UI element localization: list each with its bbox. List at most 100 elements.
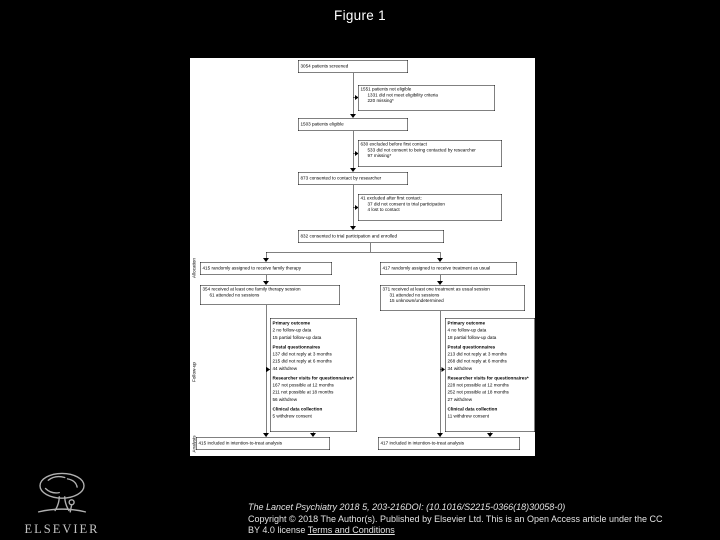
eligible-box: 1503 patients eligible xyxy=(298,118,408,131)
flow-line: 56 withdrew xyxy=(272,396,298,402)
flow-line: 268 did not reply at 6 months xyxy=(447,358,507,364)
connector-hline xyxy=(353,207,356,208)
arrowhead-down-icon xyxy=(350,114,356,118)
flow-line: 11 withdrew consent xyxy=(447,413,490,419)
elsevier-tree-icon xyxy=(37,472,87,513)
consented-contact-label: 873 consented to contact by researcher xyxy=(300,175,382,181)
screened-label: 3054 patients screened xyxy=(300,63,349,69)
flow-line: 252 not possible at 18 months xyxy=(447,389,509,395)
elsevier-wordmark: ELSEVIER xyxy=(24,522,100,536)
arrowhead-down-icon xyxy=(263,258,269,262)
connector-vline xyxy=(266,305,267,437)
tau-assigned-label: 417 randomly assigned to receive treatme… xyxy=(382,265,491,271)
arrowhead-down-icon xyxy=(263,433,269,437)
flow-line: 61 attended no sessions xyxy=(209,292,260,298)
flow-line: 31 attended no sessions xyxy=(389,292,440,298)
flow-line: 213 did not reply at 3 months xyxy=(447,351,507,357)
arrowhead-right-icon xyxy=(355,205,359,210)
ft-assigned-box: 415 randomly assigned to receive family … xyxy=(200,262,332,275)
ft-itt-label: 415 included in intention-to-treat analy… xyxy=(198,440,283,446)
ft-assigned-label: 415 randomly assigned to receive family … xyxy=(202,265,302,271)
flow-line: 1331 did not meet eligibility criteria xyxy=(367,92,438,98)
flow-line: 5 withdrew consent xyxy=(272,413,312,419)
enrolled-label: 832 consented to trial participation and… xyxy=(300,233,398,239)
arrowhead-right-icon xyxy=(441,367,445,372)
tau-received-box: 371 received at least one treatment as u… xyxy=(380,285,525,311)
arrowhead-down-icon xyxy=(310,433,316,437)
connector-vline xyxy=(266,252,267,259)
arrowhead-right-icon xyxy=(266,367,270,372)
flow-line: 27 withdrew xyxy=(447,396,473,402)
flow-line: 211 not possible at 18 months xyxy=(272,389,334,395)
connector-vline xyxy=(353,131,354,170)
citation-line-2: Copyright © 2018 The Author(s). Publishe… xyxy=(248,513,663,524)
terms-and-conditions-link[interactable]: Terms and Conditions xyxy=(307,525,395,535)
flow-line: 18 partial follow-up data xyxy=(447,334,497,340)
tau-itt-label: 417 included in intention-to-treat analy… xyxy=(380,440,465,446)
arrowhead-down-icon xyxy=(437,433,443,437)
connector-vline xyxy=(370,243,371,252)
connector-vline xyxy=(440,275,441,282)
arrowhead-down-icon xyxy=(437,281,443,285)
stage-label-allocation: Allocation xyxy=(191,258,197,278)
flow-line: Researcher visits for questionnaires* xyxy=(272,375,354,381)
flow-line: 630 excluded before first contact xyxy=(360,141,427,147)
connector-vline xyxy=(353,73,354,115)
arrowhead-down-icon xyxy=(263,281,269,285)
connector-hline xyxy=(266,252,440,253)
flow-line: Clinical data collection xyxy=(272,406,323,412)
flow-line: 97 missing* xyxy=(367,153,392,158)
flow-line: 137 did not reply at 3 months xyxy=(272,351,332,357)
eligible-label: 1503 patients eligible xyxy=(300,121,344,127)
flow-line: Postal questionnaires xyxy=(447,344,496,350)
connector-vline xyxy=(440,311,441,437)
connector-vline xyxy=(440,252,441,259)
flow-line: 4 no follow-up data xyxy=(447,327,487,333)
arrowhead-down-icon xyxy=(350,168,356,172)
consented-contact-box: 873 consented to contact by researcher xyxy=(298,172,408,185)
flow-line: 41 excluded after first contact: xyxy=(360,195,422,201)
connector-hline xyxy=(353,97,356,98)
tau-itt-box: 417 included in intention-to-treat analy… xyxy=(378,437,520,450)
flow-line: 167 not possible at 12 months xyxy=(272,382,334,388)
flow-line: Postal questionnaires xyxy=(272,344,321,350)
stage-label-followup: Follow-up xyxy=(191,362,197,382)
flow-line: Primary outcome xyxy=(447,320,486,326)
citation-line-3-prefix: BY 4.0 license xyxy=(248,525,308,535)
flow-line: 1551 patients not eligible xyxy=(360,86,412,92)
flow-line: Primary outcome xyxy=(272,320,311,326)
flow-line: 354 received at least one family therapy… xyxy=(202,286,301,292)
figure-title: Figure 1 xyxy=(334,8,386,23)
screened-box: 3054 patients screened xyxy=(298,60,408,73)
flow-line: 533 did not consent to being contacted b… xyxy=(367,147,476,153)
arrowhead-right-icon xyxy=(355,151,359,156)
arrowhead-down-icon xyxy=(437,258,443,262)
flow-line: Researcher visits for questionnaires* xyxy=(447,375,529,381)
flow-line: Clinical data collection xyxy=(447,406,498,412)
arrowhead-down-icon xyxy=(350,226,356,230)
excluded-after-contact-box: 41 excluded after first contact:37 did n… xyxy=(358,194,502,221)
flow-line: 228 not possible at 12 months xyxy=(447,382,509,388)
arrowhead-right-icon xyxy=(355,95,359,100)
ft-itt-box: 415 included in intention-to-treat analy… xyxy=(196,437,330,450)
elsevier-logo: ELSEVIER xyxy=(10,472,114,537)
citation: The Lancet Psychiatry 2018 5, 203-216DOI… xyxy=(248,502,716,537)
flow-line: 34 withdrew xyxy=(447,365,473,371)
flow-line: 15 unknown/undetermined xyxy=(389,298,444,303)
flow-line: 15 partial follow-up data xyxy=(272,334,322,340)
flow-line: 220 missing* xyxy=(367,98,394,103)
connector-vline xyxy=(353,185,354,227)
flow-line: 2 no follow-up data xyxy=(272,327,312,333)
connector-vline xyxy=(266,275,267,282)
ft-received-box: 354 received at least one family therapy… xyxy=(200,285,340,305)
connector-hline xyxy=(353,153,356,154)
flow-line: 37 did not consent to trial participatio… xyxy=(367,201,445,207)
arrowhead-down-icon xyxy=(487,433,493,437)
enrolled-box: 832 consented to trial participation and… xyxy=(298,230,444,243)
tau-assigned-box: 417 randomly assigned to receive treatme… xyxy=(380,262,517,275)
flow-diagram-panel: Allocation Follow-up Analysis 3054 patie… xyxy=(190,58,535,456)
